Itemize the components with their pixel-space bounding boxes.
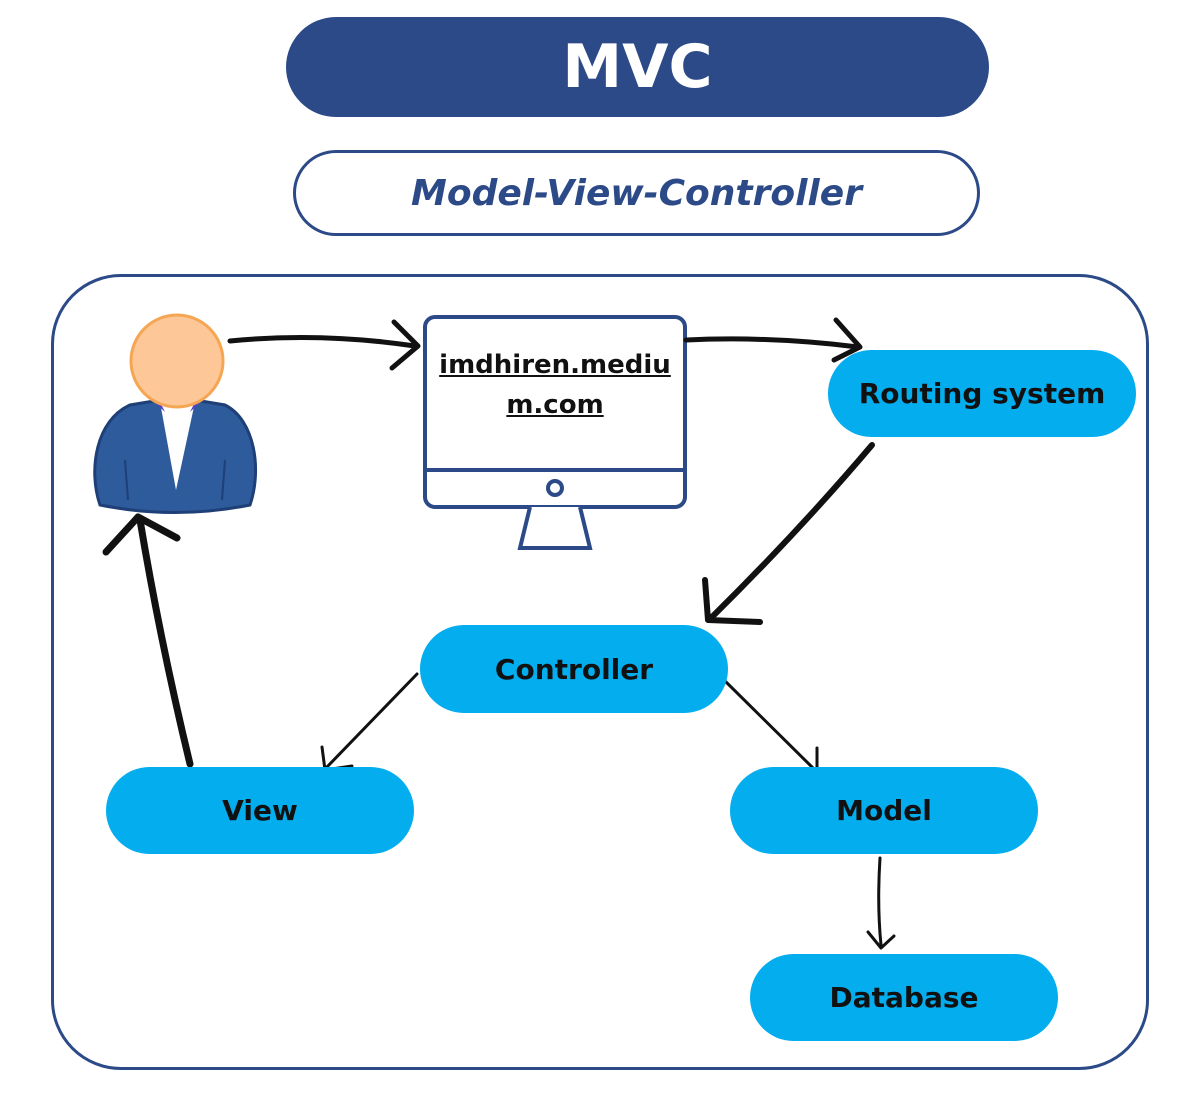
routing-system-node: Routing system bbox=[828, 350, 1136, 437]
arrow-view-to-user bbox=[102, 513, 194, 768]
arrow-controller-to-view bbox=[320, 672, 419, 772]
controller-node: Controller bbox=[420, 625, 728, 713]
user-icon bbox=[93, 313, 258, 514]
database-node: Database bbox=[750, 954, 1058, 1041]
monitor-url-link[interactable]: imdhiren.medium.com bbox=[439, 350, 671, 420]
arrow-model-to-database bbox=[866, 856, 896, 950]
diagram-frame bbox=[51, 274, 1149, 1070]
arrow-routing-to-controller bbox=[702, 442, 875, 625]
arrow-controller-to-model bbox=[720, 676, 819, 774]
view-node: View bbox=[106, 767, 414, 854]
arrow-user-to-monitor bbox=[227, 319, 421, 371]
arrow-monitor-to-routing bbox=[683, 317, 863, 363]
computer-monitor-icon bbox=[423, 315, 687, 550]
model-node: Model bbox=[730, 767, 1038, 854]
diagram-subtitle: Model-View-Controller bbox=[293, 150, 980, 236]
diagram-title: MVC bbox=[286, 17, 989, 117]
